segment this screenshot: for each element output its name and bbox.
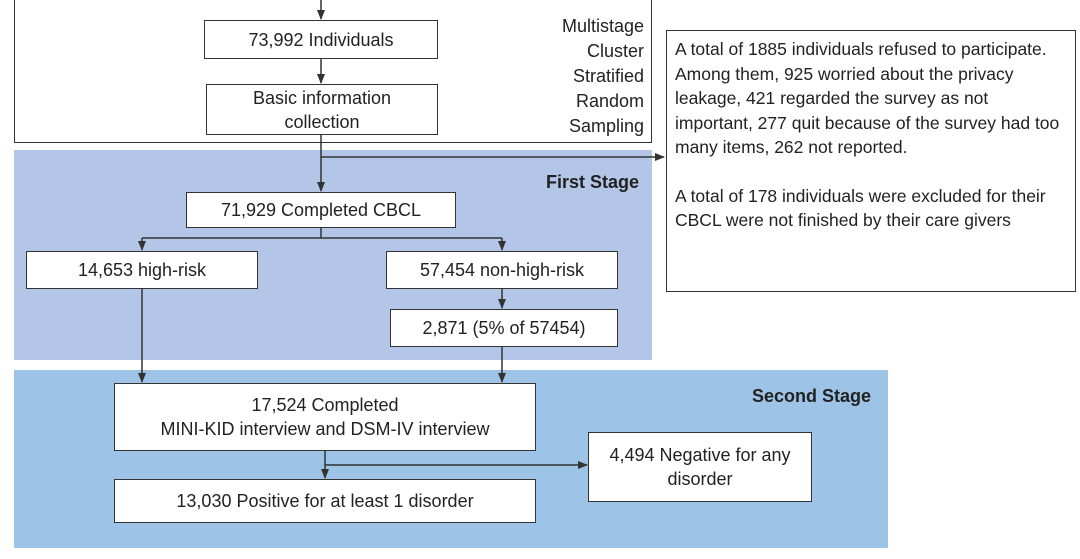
completed-interview-line-1: 17,524 Completed bbox=[251, 395, 399, 415]
second-stage-label: Second Stage bbox=[752, 386, 872, 406]
high-risk-box: 14,653 high-risk bbox=[26, 251, 258, 289]
individuals-box: 73,992 Individuals bbox=[204, 20, 438, 59]
individuals-text: 73,992 Individuals bbox=[248, 29, 394, 50]
negative-box: 4,494 Negative for any disorder bbox=[588, 432, 812, 502]
non-high-risk-text: 57,454 non-high-risk bbox=[419, 260, 585, 280]
positive-box: 13,030 Positive for at least 1 disorder bbox=[114, 479, 536, 523]
non-high-risk-box: 57,454 non-high-risk bbox=[386, 251, 618, 289]
exclusion-note-refused: A total of 1885 individuals refused to p… bbox=[675, 39, 1060, 157]
sampling-word-5: Sampling bbox=[568, 116, 644, 136]
sampling-word-3: Stratified bbox=[572, 66, 644, 86]
basic-info-line-1: Basic information bbox=[252, 87, 392, 108]
basic-info-line-2: collection bbox=[284, 111, 360, 132]
sampling-word-1: Multistage bbox=[561, 16, 644, 36]
completed-interview-line-2: MINI-KID interview and DSM-IV interview bbox=[160, 419, 490, 439]
first-stage-label: First Stage bbox=[546, 172, 640, 192]
completed-cbcl-box: 71,929 Completed CBCL bbox=[186, 192, 456, 228]
positive-text: 13,030 Positive for at least 1 disorder bbox=[176, 491, 474, 511]
sampling-word-4: Random bbox=[575, 91, 644, 111]
exclusion-note: A total of 1885 individuals refused to p… bbox=[666, 30, 1076, 292]
subsample-text: 2,871 (5% of 57454) bbox=[422, 318, 586, 338]
sampling-word-2: Cluster bbox=[586, 41, 644, 61]
high-risk-text: 14,653 high-risk bbox=[77, 260, 207, 280]
sampling-method-label: Multistage Cluster Stratified Random Sam… bbox=[504, 14, 644, 139]
basic-info-box: Basic information collection bbox=[206, 84, 438, 135]
exclusion-note-excluded: A total of 178 individuals were excluded… bbox=[675, 185, 1046, 231]
completed-interview-box: 17,524 Completed MINI-KID interview and … bbox=[114, 383, 536, 451]
negative-line-1: 4,494 Negative for any bbox=[609, 445, 791, 465]
completed-cbcl-text: 71,929 Completed CBCL bbox=[220, 200, 422, 220]
negative-line-2: disorder bbox=[667, 469, 733, 489]
subsample-box: 2,871 (5% of 57454) bbox=[390, 309, 618, 347]
